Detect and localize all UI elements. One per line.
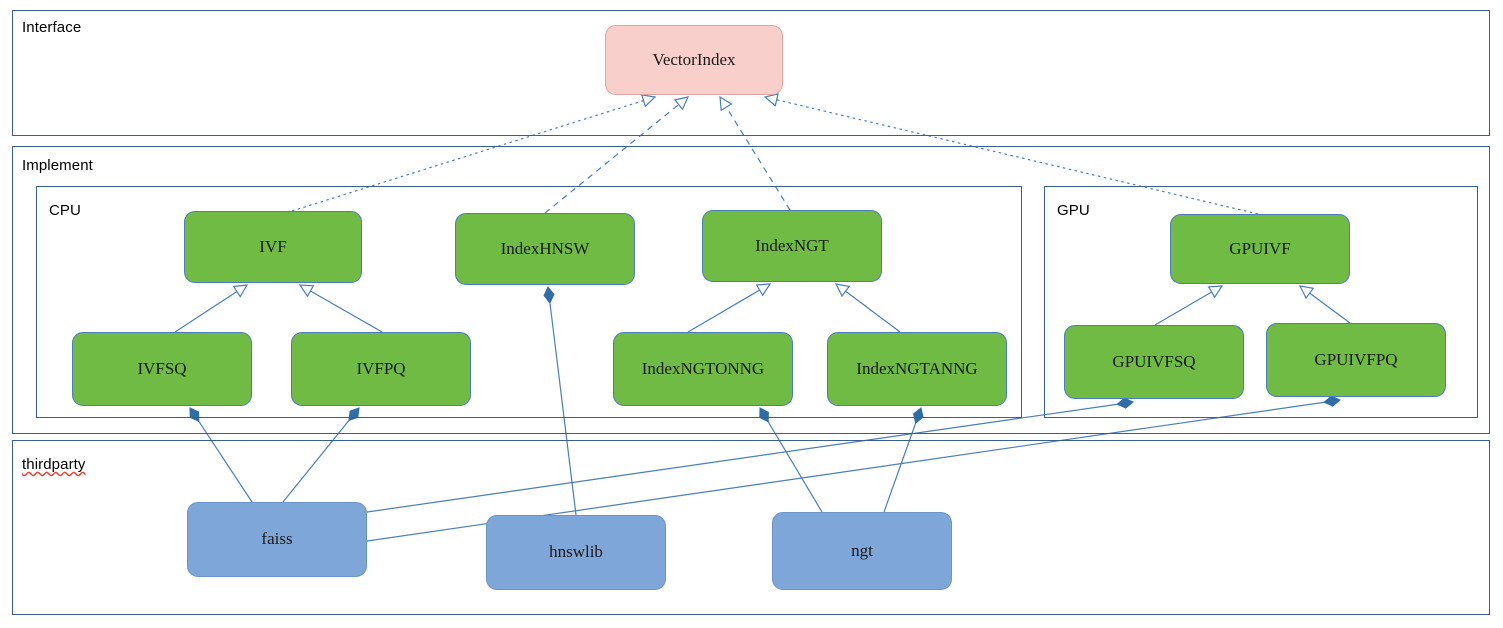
node-label-faiss: faiss [261, 529, 293, 549]
node-gpuivf[interactable]: GPUIVF [1170, 214, 1350, 284]
container-thirdparty [12, 440, 1490, 615]
container-label-interface: Interface [22, 19, 82, 36]
node-gpuivfpq[interactable]: GPUIVFPQ [1266, 323, 1446, 397]
container-interface [12, 10, 1490, 136]
container-gpu [1044, 186, 1478, 418]
node-label-indexngt: IndexNGT [755, 235, 829, 255]
node-label-gpuivfsq: GPUIVFSQ [1112, 351, 1196, 371]
node-label-gpuivfpq: GPUIVFPQ [1314, 349, 1398, 369]
container-label-thirdparty: thirdparty [22, 456, 86, 473]
node-label-indexngtonng: IndexNGTONNG [641, 358, 765, 378]
container-label-gpu: GPU [1057, 202, 1090, 219]
node-ngt[interactable]: ngt [772, 512, 952, 590]
node-label-vectorindex: VectorIndex [652, 49, 736, 69]
node-label-gpuivf: GPUIVF [1229, 238, 1291, 258]
node-label-ngt: ngt [851, 540, 873, 560]
node-label-ivfpq: IVFPQ [356, 358, 406, 378]
node-vectorindex[interactable]: VectorIndex [605, 25, 783, 95]
container-label-cpu: CPU [49, 202, 81, 219]
node-hnswlib[interactable]: hnswlib [486, 515, 666, 590]
node-ivf[interactable]: IVF [184, 211, 362, 283]
node-label-hnswlib: hnswlib [549, 542, 603, 562]
container-implement [12, 146, 1490, 434]
node-ivfsq[interactable]: IVFSQ [72, 332, 252, 406]
node-indexhnsw[interactable]: IndexHNSW [455, 213, 635, 285]
container-cpu [36, 186, 1022, 418]
container-label-implement: Implement [22, 157, 93, 174]
node-ivfpq[interactable]: IVFPQ [291, 332, 471, 406]
node-label-ivf: IVF [259, 236, 287, 256]
node-label-indexngtanng: IndexNGTANNG [856, 358, 978, 378]
node-indexngt[interactable]: IndexNGT [702, 210, 882, 282]
node-indexngtonng[interactable]: IndexNGTONNG [613, 332, 793, 406]
node-label-ivfsq: IVFSQ [137, 358, 187, 378]
node-faiss[interactable]: faiss [187, 502, 367, 577]
node-label-indexhnsw: IndexHNSW [500, 238, 590, 258]
node-indexngtanng[interactable]: IndexNGTANNG [827, 332, 1007, 406]
node-gpuivfsq[interactable]: GPUIVFSQ [1064, 325, 1244, 399]
